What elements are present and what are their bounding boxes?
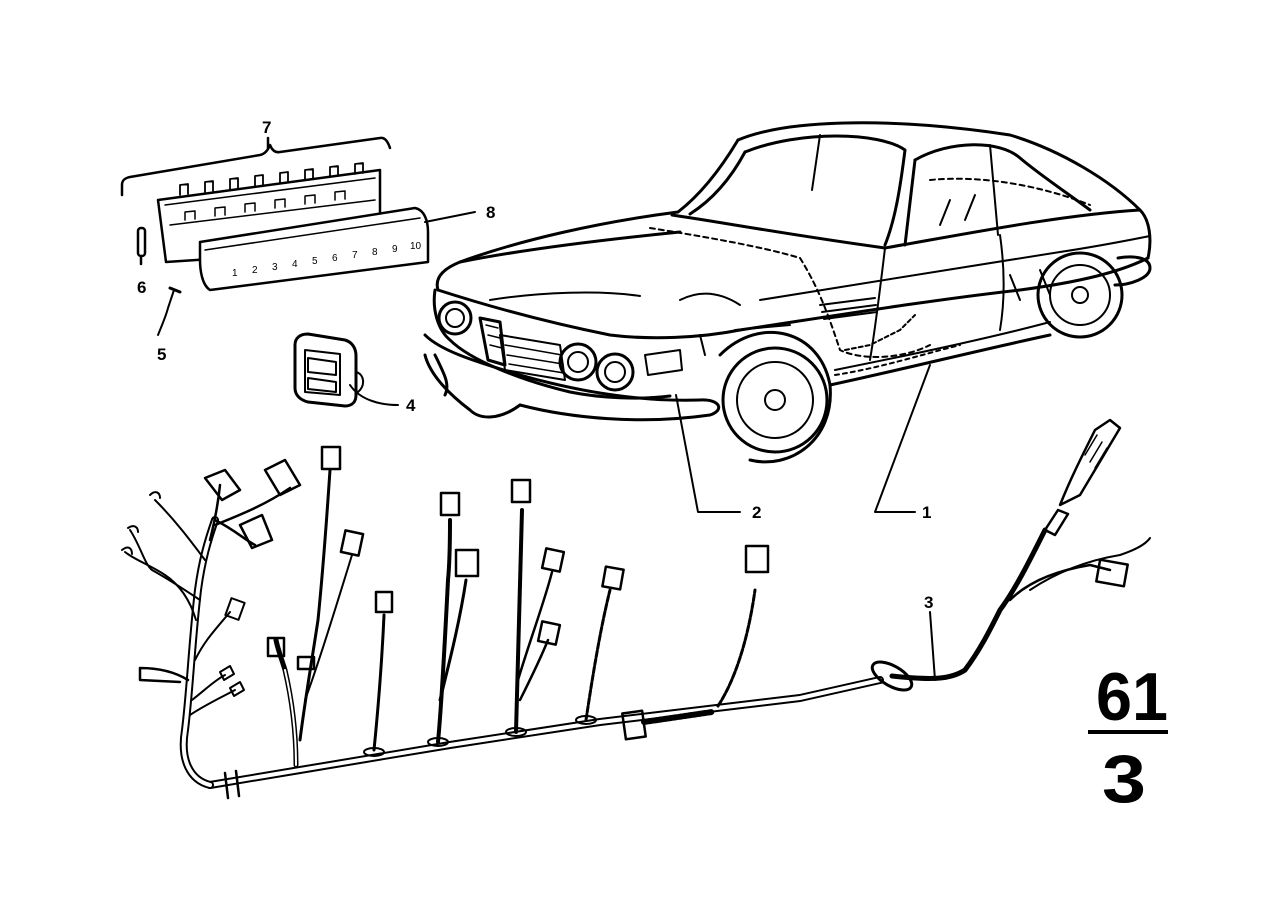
fuse-digit: 4 [292,259,298,270]
callout-3: 3 [924,593,933,612]
callout-5: 5 [157,345,166,364]
fuse-digit: 3 [272,262,278,273]
main-wiring-harness [121,418,1151,800]
callout-6: 6 [137,278,146,297]
car-illustration [423,121,1152,464]
bracket-item-7 [120,136,392,197]
fuse-digit: 2 [252,265,258,276]
fuse-digit: 9 [392,244,398,255]
fuse-box-assembly [156,162,430,292]
callout-4: 4 [406,396,416,415]
callout-labels: 1 2 3 4 5 6 7 8 [137,118,933,612]
switch-item-4 [293,332,364,408]
fuse-digit: 7 [352,250,358,261]
callout-7: 7 [262,118,271,137]
group-main-number: 61 [1096,659,1168,735]
group-number: 61 3 [1088,659,1168,817]
fuse-digit: 5 [312,256,318,267]
fuse-digit: 10 [410,241,422,252]
callout-8: 8 [486,203,495,222]
fuse-digit: 1 [232,268,238,279]
spare-fuse-and-clip [136,226,182,336]
fuse-digit: 8 [372,247,378,258]
fuse-cover-digits: 1 2 3 4 5 6 7 8 9 10 [232,241,422,279]
fuse-digit: 6 [332,253,338,264]
group-sub-number: 3 [1102,741,1146,817]
callout-2: 2 [752,503,761,522]
callout-1: 1 [922,503,931,522]
leader-lines [266,136,936,681]
